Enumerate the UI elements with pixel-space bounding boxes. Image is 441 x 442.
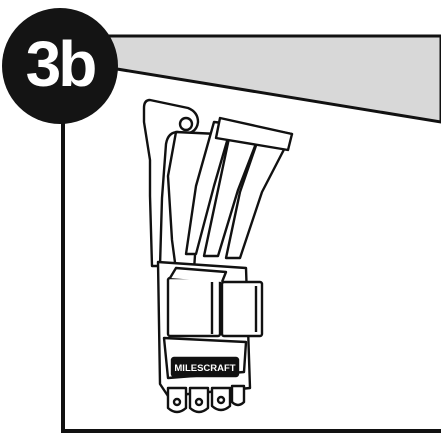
foot-hole-1 bbox=[172, 397, 182, 407]
brand-plate bbox=[170, 356, 240, 378]
brand-label: MILESCRAFT bbox=[174, 363, 235, 374]
sleeve-top bbox=[168, 266, 228, 283]
ceiling-board bbox=[60, 34, 441, 124]
clip-hook bbox=[142, 98, 200, 268]
clip-hook-hole bbox=[178, 116, 194, 132]
step-badge: 3b bbox=[2, 8, 118, 124]
cable-sleeve-right bbox=[220, 280, 264, 338]
clip-finger-top bbox=[214, 116, 294, 152]
foot-hole-2 bbox=[194, 397, 204, 407]
step-number: 3b bbox=[25, 28, 98, 100]
clip-foot-4 bbox=[230, 384, 246, 407]
foot-hole-3 bbox=[216, 395, 226, 405]
cable-clip: MILESCRAFT bbox=[142, 98, 294, 414]
